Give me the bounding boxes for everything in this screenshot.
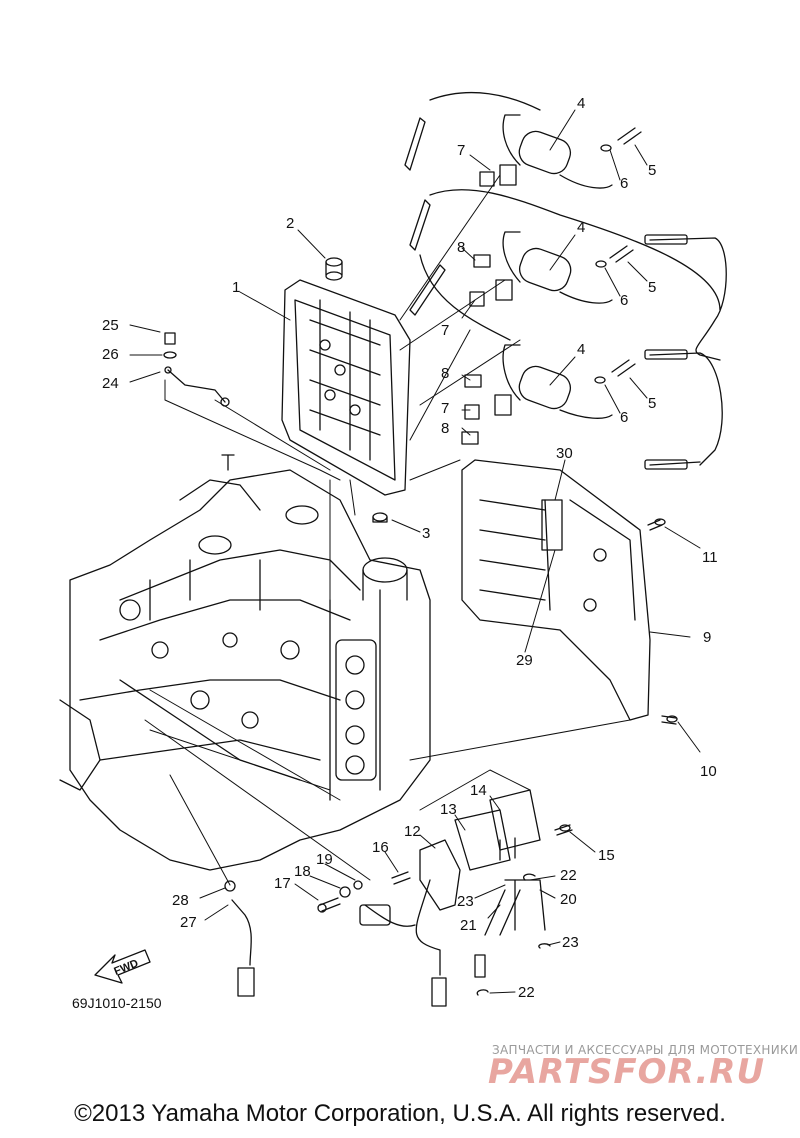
callout-leaders xyxy=(129,109,701,994)
callout-25: 25 xyxy=(102,317,119,334)
callout-10: 10 xyxy=(700,763,717,780)
callout-7c: 7 xyxy=(441,400,449,417)
sensor-assembly xyxy=(224,880,255,997)
copyright-notice: ©2013 Yamaha Motor Corporation, U.S.A. A… xyxy=(74,1100,726,1127)
harness-fasteners xyxy=(317,880,416,927)
callout-26: 26 xyxy=(102,346,119,363)
callout-6c: 6 xyxy=(620,409,628,426)
callout-22a: 22 xyxy=(560,867,577,884)
cover-plate xyxy=(461,459,651,721)
callout-7a: 7 xyxy=(457,142,465,159)
callout-16: 16 xyxy=(372,839,389,856)
callout-8a: 8 xyxy=(457,239,465,256)
callout-9: 9 xyxy=(703,629,711,646)
callout-6a: 6 xyxy=(620,175,628,192)
callout-6b: 6 xyxy=(620,292,628,309)
callout-13: 13 xyxy=(440,801,457,818)
callout-22b: 22 xyxy=(518,984,535,1001)
callout-3: 3 xyxy=(422,525,430,542)
callout-7b: 7 xyxy=(441,322,449,339)
callout-numbers: 1 2 3 4 4 4 5 5 5 6 6 6 7 7 7 8 8 8 9 10… xyxy=(102,95,718,1001)
callout-29: 29 xyxy=(516,652,533,669)
ground-lead xyxy=(163,332,230,407)
ignition-coils xyxy=(404,91,727,470)
cdi-unit xyxy=(281,279,411,496)
hoses-clamps xyxy=(474,873,551,996)
callout-23b: 23 xyxy=(562,934,579,951)
callout-5a: 5 xyxy=(648,162,656,179)
callout-23a: 23 xyxy=(457,893,474,910)
leader-lines xyxy=(144,174,631,886)
callout-24: 24 xyxy=(102,375,119,392)
callout-27: 27 xyxy=(180,914,197,931)
callout-4c: 4 xyxy=(577,341,585,358)
fwd-arrow-icon xyxy=(94,949,151,984)
callout-8c: 8 xyxy=(441,420,449,437)
callout-5c: 5 xyxy=(648,395,656,412)
bolt-3 xyxy=(372,512,388,523)
callout-5b: 5 xyxy=(648,279,656,296)
callout-28: 28 xyxy=(172,892,189,909)
rectifier-regulator xyxy=(391,789,573,1007)
callout-1: 1 xyxy=(232,279,240,296)
engine-block xyxy=(59,454,431,871)
callout-12: 12 xyxy=(404,823,421,840)
callout-19: 19 xyxy=(316,851,333,868)
callout-2: 2 xyxy=(286,215,294,232)
callout-15: 15 xyxy=(598,847,615,864)
callout-20: 20 xyxy=(560,891,577,908)
callout-8b: 8 xyxy=(441,365,449,382)
callout-11: 11 xyxy=(702,549,718,566)
screws-washers xyxy=(594,127,642,384)
callout-18: 18 xyxy=(294,863,311,880)
bolts-10-11 xyxy=(647,518,678,725)
callout-17: 17 xyxy=(274,875,291,892)
watermark-brand: PARTSFOR.RU xyxy=(488,1052,766,1092)
callout-30: 30 xyxy=(556,445,573,462)
part-code: 69J1010-2150 xyxy=(72,995,162,1011)
connectors xyxy=(461,164,517,445)
grommet xyxy=(325,257,343,281)
callout-14: 14 xyxy=(470,782,487,799)
callout-4b: 4 xyxy=(577,219,585,236)
callout-21: 21 xyxy=(460,917,477,934)
fwd-label: FWD xyxy=(112,957,140,978)
watermark-subtitle: ЗАПЧАСТИ И АКСЕССУАРЫ ДЛЯ МОТОТЕХНИКИ xyxy=(492,1043,799,1057)
callout-4a: 4 xyxy=(577,95,585,112)
